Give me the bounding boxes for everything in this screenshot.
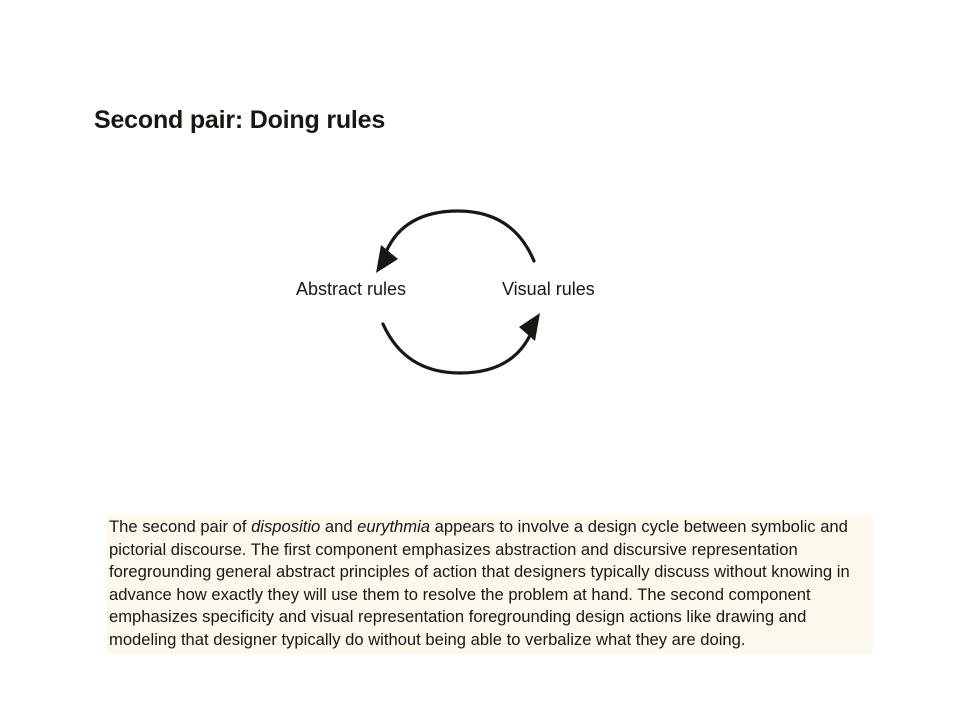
term-dispositio: dispositio: [251, 517, 321, 536]
slide-title: Second pair: Doing rules: [94, 106, 386, 134]
description-text-3: appears to involve a design cycle betwee…: [109, 517, 850, 649]
cycle-diagram: Abstract rules Visual rules: [280, 195, 640, 395]
visual-rules-label: Visual rules: [502, 279, 595, 299]
top-arc-arrow: [384, 209, 536, 263]
bottom-arc-arrow: [381, 322, 534, 375]
abstract-rules-label: Abstract rules: [296, 279, 407, 299]
term-eurythmia: eurythmia: [357, 517, 431, 536]
bottom-arrowhead: [519, 313, 540, 341]
top-arrowhead: [376, 245, 398, 273]
description-text-1: The second pair of: [109, 517, 252, 536]
description-text-2: and: [320, 517, 358, 536]
cycle-arrows: [376, 209, 540, 375]
description-paragraph: The second pair of dispositio and euryth…: [107, 515, 873, 654]
